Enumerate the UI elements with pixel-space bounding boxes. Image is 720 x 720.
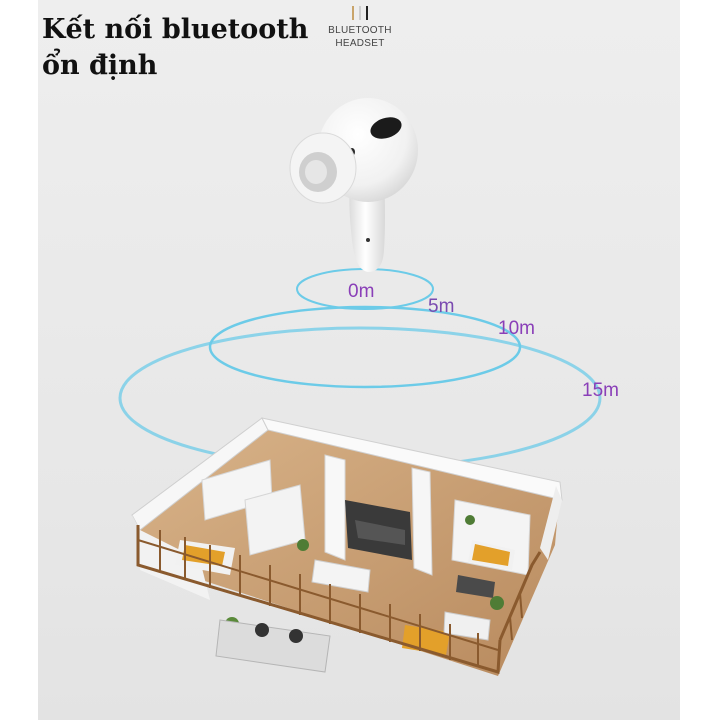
apartment-floorplan: [131, 417, 563, 676]
ring-5m: [208, 305, 522, 389]
earbud-image: [289, 98, 418, 272]
headline-line-2: ổn định: [42, 50, 158, 81]
distance-label-15m: 15m: [582, 380, 619, 401]
headline-line-1: Kết nối bluetooth: [42, 14, 309, 45]
distance-label-0m: 0m: [348, 281, 375, 302]
brand-logo: BLUETOOTH HEADSET: [322, 6, 398, 50]
headline: Kết nối bluetooth ổn định: [42, 12, 308, 84]
brand-line-2: HEADSET: [335, 38, 385, 49]
distance-label-5m: 5m: [428, 296, 455, 317]
distance-label-10m: 10m: [498, 318, 535, 339]
brand-line-1: BLUETOOTH: [328, 25, 392, 36]
brand-mark-icon: [348, 6, 372, 20]
